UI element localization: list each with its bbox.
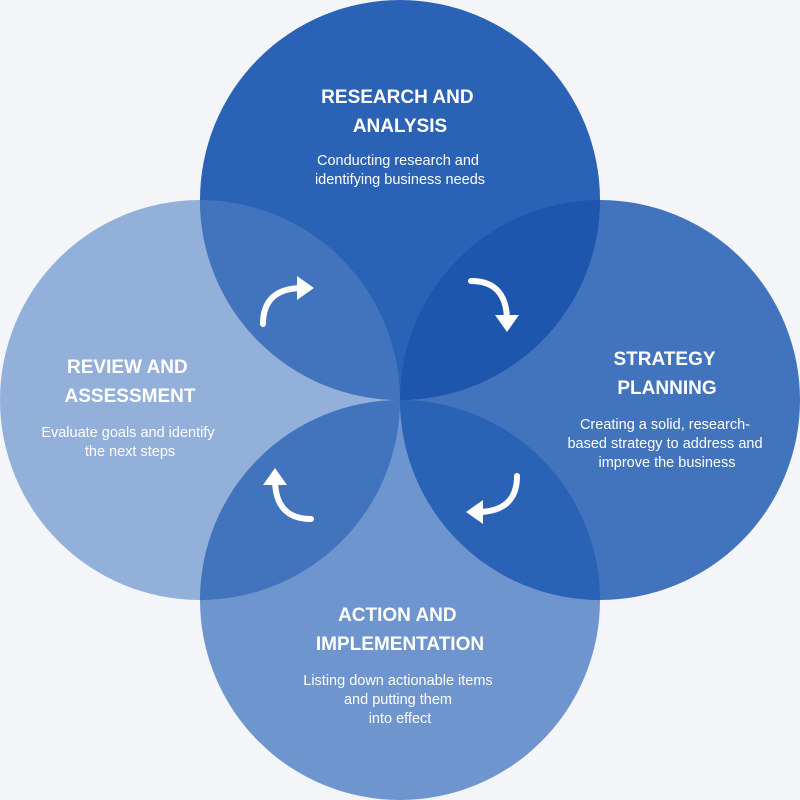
action-title: ACTION AND IMPLEMENTATION: [316, 605, 484, 655]
review-research-overlap: [200, 200, 400, 400]
review-description: Evaluate goals and identify the next ste…: [41, 425, 218, 460]
research-to-strategy-arrow-icon: [468, 278, 519, 332]
research-description: Conducting research and identifying busi…: [315, 153, 485, 188]
research-strategy-overlap: [400, 200, 600, 400]
strategy-title: STRATEGY PLANNING: [614, 349, 721, 399]
strategy-to-action-arrow-icon: [466, 473, 520, 524]
research-title: RESEARCH AND ANALYSIS: [321, 87, 479, 137]
review-to-research-arrow-icon: [260, 276, 314, 327]
action-strategy-overlap: [400, 400, 600, 600]
review-title: REVIEW AND ASSESSMENT: [65, 357, 196, 407]
review-action-overlap: [200, 400, 400, 600]
action-to-review-arrow-icon: [263, 468, 314, 522]
strategy-description: Creating a solid, research- based strate…: [567, 417, 766, 471]
action-description: Listing down actionable items and puttin…: [303, 673, 496, 727]
